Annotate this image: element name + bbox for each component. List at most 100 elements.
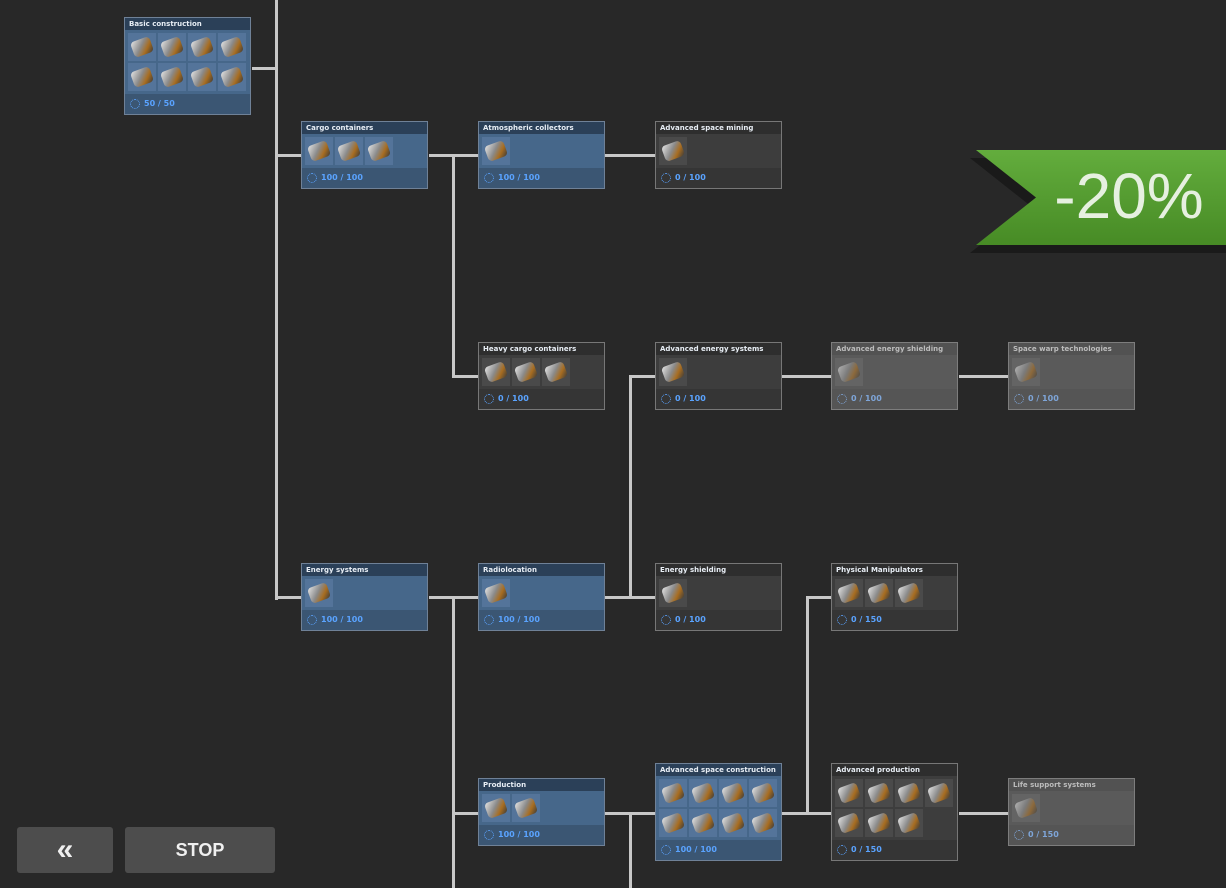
back-button[interactable]: « xyxy=(17,827,113,873)
block-item-icon[interactable] xyxy=(659,809,687,837)
tech-node-title: Advanced space mining xyxy=(656,122,781,134)
block-item-icon[interactable] xyxy=(128,33,156,61)
block-item-icon[interactable] xyxy=(835,358,863,386)
block-item-icon[interactable] xyxy=(305,137,333,165)
block-item-icon[interactable] xyxy=(865,809,893,837)
block-shape xyxy=(660,140,686,162)
block-shape xyxy=(1013,361,1039,383)
block-shape xyxy=(836,782,862,804)
block-item-icon[interactable] xyxy=(895,579,923,607)
block-shape xyxy=(483,582,509,604)
block-shape xyxy=(336,140,362,162)
block-item-icon[interactable] xyxy=(895,809,923,837)
tech-node-items xyxy=(125,30,250,94)
block-item-icon[interactable] xyxy=(1012,794,1040,822)
connector xyxy=(806,596,832,599)
stop-button[interactable]: STOP xyxy=(125,827,275,873)
block-item-icon[interactable] xyxy=(719,779,747,807)
block-item-icon[interactable] xyxy=(305,579,333,607)
block-shape xyxy=(366,140,392,162)
discount-banner: -20% xyxy=(970,150,1226,253)
block-item-icon[interactable] xyxy=(128,63,156,91)
block-item-icon[interactable] xyxy=(482,358,510,386)
block-item-icon[interactable] xyxy=(335,137,363,165)
block-item-icon[interactable] xyxy=(719,809,747,837)
tech-node-title: Physical Manipulators xyxy=(832,564,957,576)
block-item-icon[interactable] xyxy=(749,809,777,837)
block-item-icon[interactable] xyxy=(749,779,777,807)
block-shape xyxy=(1013,797,1039,819)
block-shape xyxy=(896,582,922,604)
block-item-icon[interactable] xyxy=(158,33,186,61)
block-item-icon[interactable] xyxy=(835,809,863,837)
block-item-icon[interactable] xyxy=(865,579,893,607)
block-item-icon[interactable] xyxy=(835,579,863,607)
block-item-icon[interactable] xyxy=(689,779,717,807)
connector xyxy=(629,812,632,888)
block-item-icon[interactable] xyxy=(218,63,246,91)
tech-node-items xyxy=(479,576,604,610)
block-item-icon[interactable] xyxy=(218,33,246,61)
block-item-icon[interactable] xyxy=(365,137,393,165)
block-item-icon[interactable] xyxy=(512,794,540,822)
block-shape xyxy=(866,812,892,834)
research-points-icon xyxy=(1014,394,1024,404)
research-progress: 100 / 100 xyxy=(321,173,363,182)
research-points-icon xyxy=(484,615,494,625)
tech-node-footer: 50 / 50 xyxy=(125,94,250,114)
block-item-icon[interactable] xyxy=(835,779,863,807)
tech-node-items xyxy=(656,134,781,168)
block-item-icon[interactable] xyxy=(482,794,510,822)
tech-node-advanced-space-mining[interactable]: Advanced space mining 0 / 100 xyxy=(655,121,782,189)
research-progress: 0 / 100 xyxy=(675,173,706,182)
block-item-icon[interactable] xyxy=(1012,358,1040,386)
block-item-icon[interactable] xyxy=(482,137,510,165)
block-item-icon[interactable] xyxy=(158,63,186,91)
connector xyxy=(275,596,302,599)
block-shape xyxy=(660,582,686,604)
block-item-icon[interactable] xyxy=(482,579,510,607)
block-item-icon[interactable] xyxy=(542,358,570,386)
block-item-icon[interactable] xyxy=(188,33,216,61)
block-item-icon[interactable] xyxy=(689,809,717,837)
research-points-icon xyxy=(1014,830,1024,840)
research-progress: 0 / 150 xyxy=(851,845,882,854)
block-item-icon[interactable] xyxy=(925,779,953,807)
block-shape xyxy=(513,361,539,383)
block-shape xyxy=(750,782,776,804)
connector xyxy=(782,375,832,378)
block-item-icon[interactable] xyxy=(659,779,687,807)
block-shape xyxy=(306,582,332,604)
block-item-icon[interactable] xyxy=(865,779,893,807)
tech-node-footer: 100 / 100 xyxy=(302,610,427,630)
block-item-icon[interactable] xyxy=(188,63,216,91)
block-item-icon[interactable] xyxy=(659,137,687,165)
block-item-icon[interactable] xyxy=(895,779,923,807)
block-item-icon[interactable] xyxy=(659,358,687,386)
tech-node-title: Atmospheric collectors xyxy=(479,122,604,134)
block-shape xyxy=(129,66,155,88)
block-item-icon[interactable] xyxy=(512,358,540,386)
research-points-icon xyxy=(130,99,140,109)
tech-node-items xyxy=(302,576,427,610)
block-item-icon[interactable] xyxy=(659,579,687,607)
research-points-icon xyxy=(307,615,317,625)
block-shape xyxy=(690,812,716,834)
research-points-icon xyxy=(484,830,494,840)
research-points-icon xyxy=(661,394,671,404)
